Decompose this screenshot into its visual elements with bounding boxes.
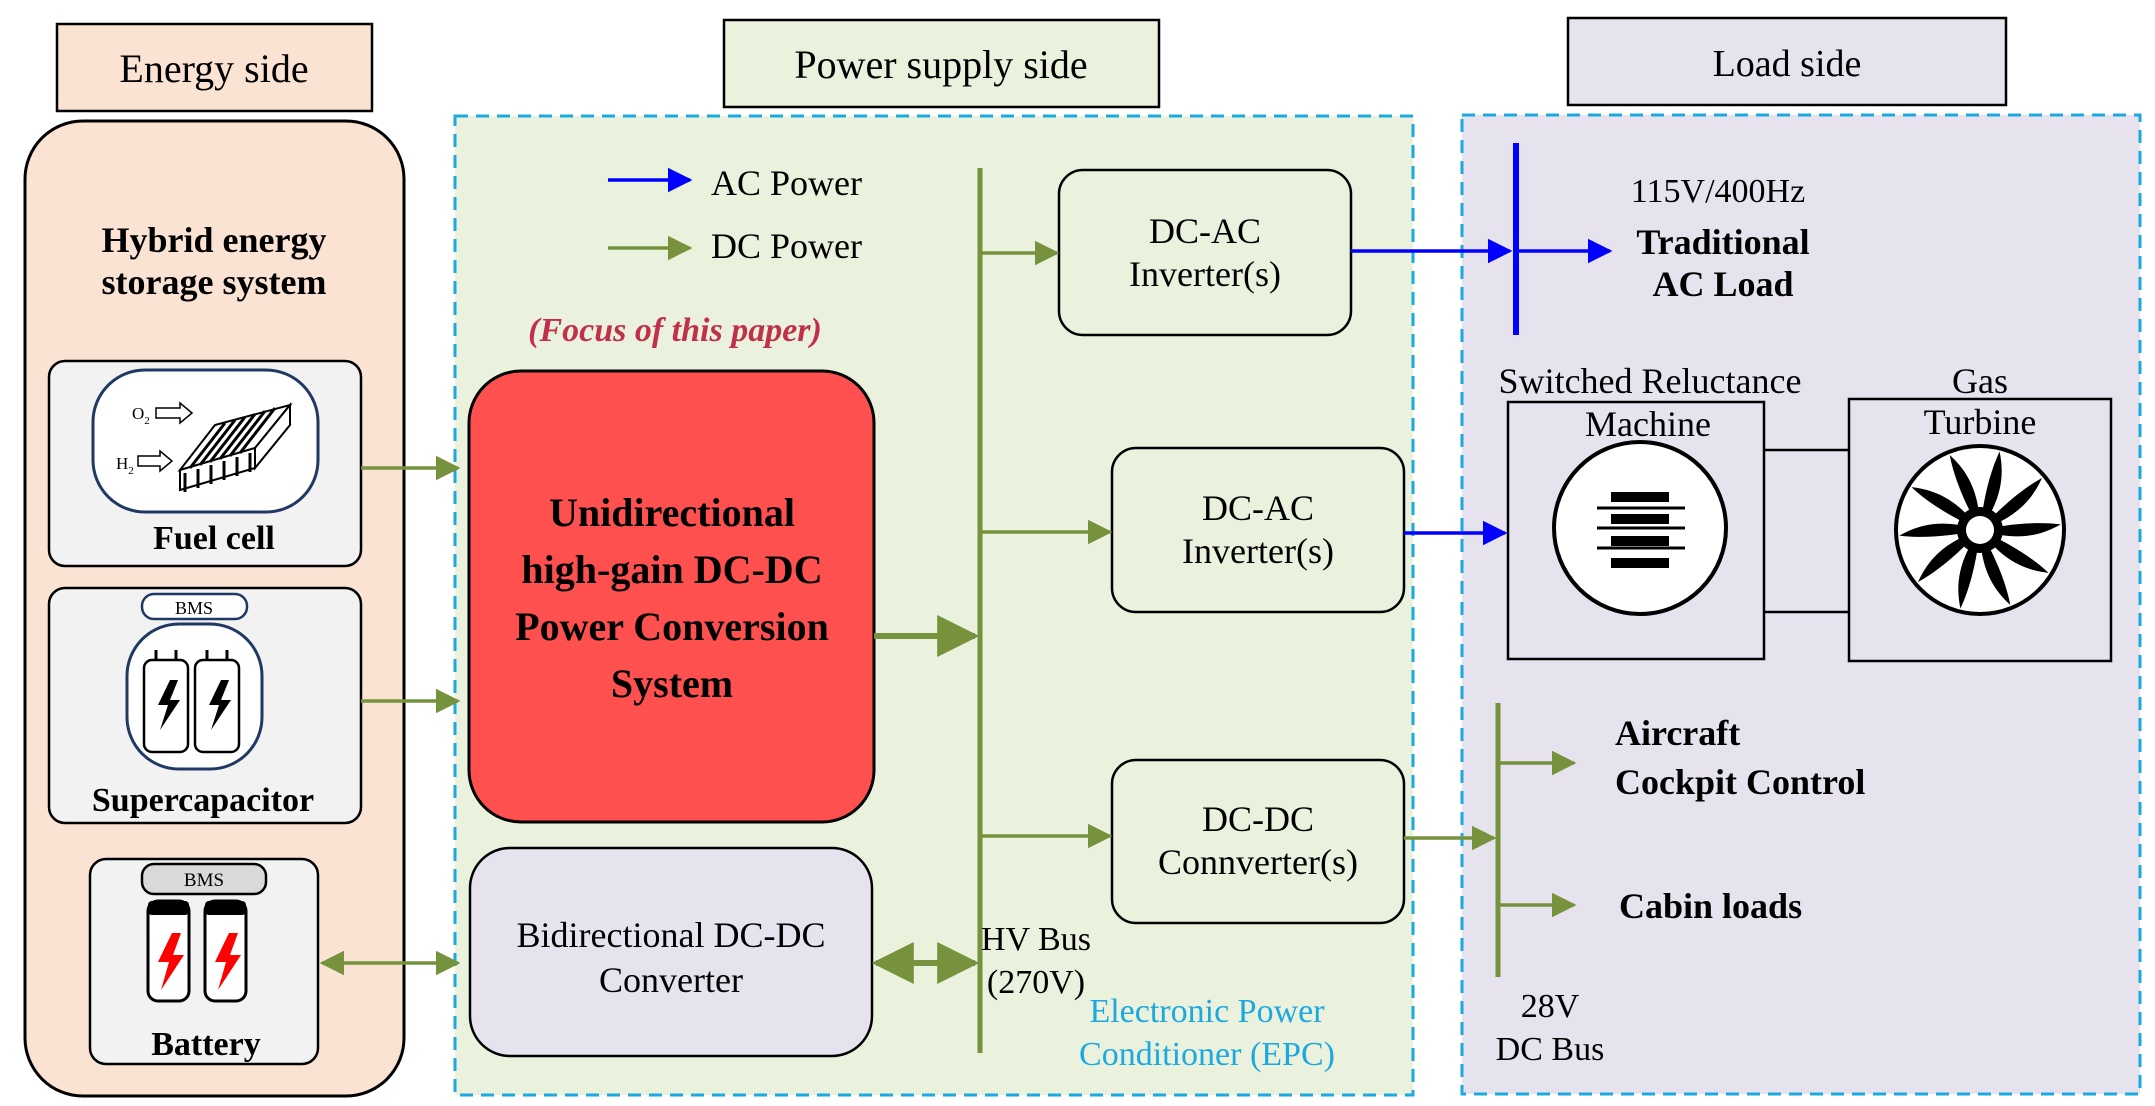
bi-label-line2: Converter: [599, 960, 743, 1000]
cabin-loads-label: Cabin loads: [1619, 886, 1802, 926]
h2-inlet-arrow-icon: [137, 449, 174, 473]
uni-label-line3: Power Conversion: [515, 604, 829, 649]
srm-label-line1: Switched Reluctance: [1499, 361, 1802, 401]
battery-bms-badge: [140, 862, 268, 896]
gas-label-line1: Gas: [1952, 361, 2008, 401]
dcdc-label-line2: Connverter(s): [1158, 842, 1358, 882]
dc-bus-label-line1: 28V: [1521, 988, 1580, 1025]
fuel-cell-label: Fuel cell: [153, 520, 275, 557]
uni-label-line4: System: [611, 661, 733, 706]
power-side-header: [722, 18, 1161, 109]
focus-note: (Focus of this paper): [528, 312, 822, 349]
gas-label-line2: Turbine: [1924, 402, 2037, 442]
inv2-label-line1: DC-AC: [1202, 488, 1314, 528]
inv1-label-line2: Inverter(s): [1129, 254, 1281, 294]
battery-bms-label: BMS: [184, 870, 224, 891]
power-side-header-label: Power supply side: [794, 42, 1087, 87]
inv2-label-line2: Inverter(s): [1182, 531, 1334, 571]
dc-bus-label-line2: DC Bus: [1496, 1031, 1605, 1068]
uni-label-line2: high-gain DC-DC: [521, 547, 822, 592]
hess-title-line1: Hybrid energy: [102, 220, 327, 260]
uni-label-line1: Unidirectional: [549, 490, 795, 535]
ac-load-label-line2: AC Load: [1652, 264, 1793, 304]
dc-ac-inverter-1-box: [1057, 168, 1353, 337]
h2-label: H2: [116, 454, 134, 477]
load-side-header: [1566, 16, 2008, 107]
unidirectional-converter-box: [467, 369, 876, 824]
battery-label: Battery: [151, 1026, 261, 1063]
hess-title-line2: storage system: [102, 262, 327, 302]
ac-rating-label: 115V/400Hz: [1631, 173, 1805, 210]
hv-bus-label-line2: (270V): [987, 964, 1085, 1001]
cockpit-label-line2: Cockpit Control: [1615, 762, 1865, 802]
srm-label-line2: Machine: [1585, 404, 1711, 444]
energy-side-header: [55, 22, 374, 113]
legend-dc-label: DC Power: [711, 226, 862, 266]
dcdc-label-line1: DC-DC: [1202, 799, 1314, 839]
supercap-bms-badge: [140, 592, 249, 621]
fuel-cell-stack-icon: [177, 402, 293, 492]
supercapacitor-label: Supercapacitor: [92, 782, 314, 819]
supercapacitor-icon: [142, 650, 241, 754]
o2-label: O2: [132, 404, 150, 427]
epc-label-line2: Conditioner (EPC): [1079, 1036, 1335, 1073]
cockpit-label-line1: Aircraft: [1615, 713, 1740, 753]
inv1-label-line1: DC-AC: [1149, 211, 1261, 251]
energy-side-header-label: Energy side: [119, 46, 308, 91]
motor-icon: [1552, 440, 1728, 616]
bi-label-line1: Bidirectional DC-DC: [517, 915, 826, 955]
battery-icon: [146, 899, 248, 1003]
turbine-fan-icon: [1894, 444, 2066, 616]
hv-bus-label-line1: HV Bus: [981, 921, 1091, 958]
ac-load-label-line1: Traditional: [1636, 222, 1809, 262]
load-side-header-label: Load side: [1713, 43, 1862, 85]
legend-ac-label: AC Power: [711, 163, 862, 203]
supercap-bms-label: BMS: [175, 598, 213, 618]
o2-inlet-arrow-icon: [155, 401, 194, 425]
epc-label-line1: Electronic Power: [1089, 993, 1325, 1030]
dc-ac-inverter-2-box: [1110, 446, 1406, 614]
